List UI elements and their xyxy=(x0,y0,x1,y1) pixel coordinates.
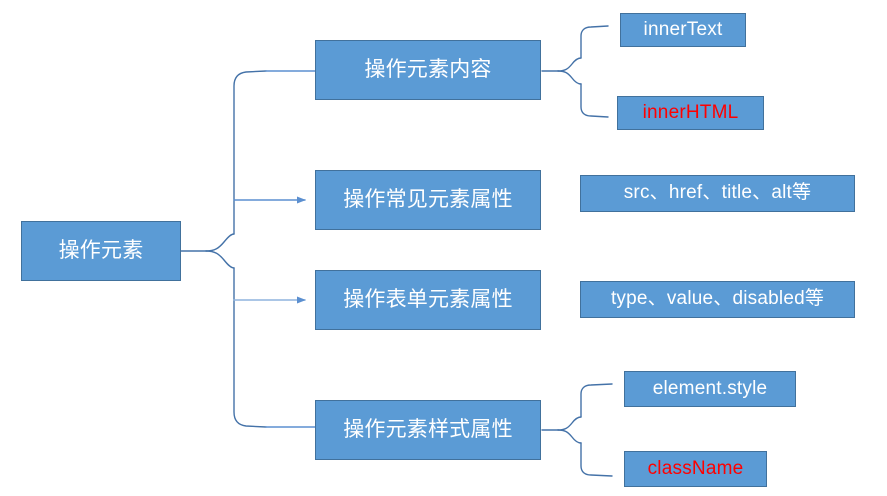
node-innertext[interactable]: innerText xyxy=(620,13,746,47)
node-form-attributes[interactable]: 操作表单元素属性 xyxy=(315,270,541,330)
node-common-attributes[interactable]: 操作常见元素属性 xyxy=(315,170,541,230)
node-element-content[interactable]: 操作元素内容 xyxy=(315,40,541,100)
node-common-attribute-list[interactable]: src、href、title、alt等 xyxy=(580,175,855,212)
node-style-attributes[interactable]: 操作元素样式属性 xyxy=(315,400,541,460)
node-element-style[interactable]: element.style xyxy=(624,371,796,407)
node-root[interactable]: 操作元素 xyxy=(21,221,181,281)
node-form-attribute-list[interactable]: type、value、disabled等 xyxy=(580,281,855,318)
node-innerhtml[interactable]: innerHTML xyxy=(617,96,764,130)
node-classname[interactable]: className xyxy=(624,451,767,487)
